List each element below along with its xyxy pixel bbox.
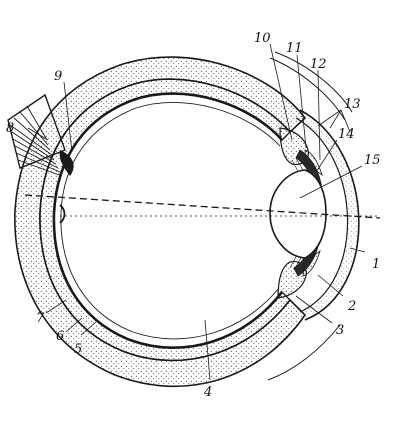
label-4: 4	[203, 385, 212, 400]
leader-lines	[27, 43, 366, 381]
retina	[52, 92, 284, 349]
label-11: 11	[286, 41, 303, 56]
optic-nerve	[7, 93, 66, 169]
part-labels: 1 2 3 4 5 6 7 8 9 10 11 12 13 14 15	[6, 31, 381, 400]
label-6: 6	[56, 329, 64, 344]
optic-nerve-fibers	[9, 105, 63, 177]
label-3: 3	[336, 323, 344, 338]
label-10: 10	[254, 31, 271, 46]
retina-inner-line	[60, 101, 281, 340]
label-2: 2	[347, 299, 356, 314]
label-5: 5	[74, 342, 82, 357]
label-13: 13	[344, 97, 361, 112]
label-7: 7	[36, 311, 45, 326]
fovea	[59, 204, 66, 224]
lens	[269, 169, 327, 259]
choroid	[39, 78, 291, 362]
label-1: 1	[372, 257, 380, 272]
label-8: 8	[6, 121, 14, 136]
optic-disc	[59, 150, 74, 176]
visual-axis	[24, 194, 381, 219]
label-9: 9	[54, 69, 62, 84]
label-12: 12	[310, 57, 327, 72]
label-15: 15	[364, 153, 381, 168]
cornea-inner	[295, 117, 349, 313]
label-14: 14	[338, 127, 355, 142]
cornea-fill	[296, 110, 359, 320]
iris-bottom-fringe	[302, 249, 321, 277]
